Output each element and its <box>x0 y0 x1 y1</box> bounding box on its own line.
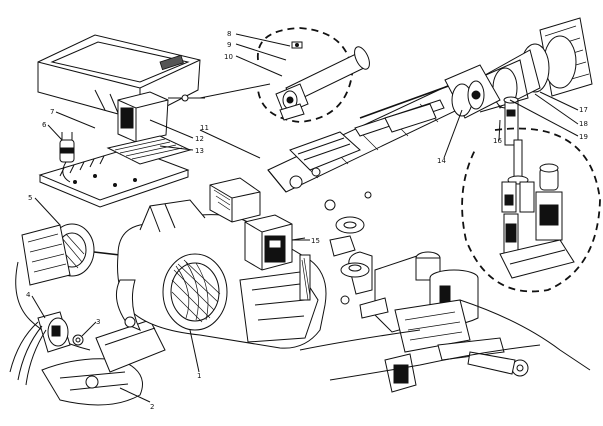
label-part-16: 16 <box>493 137 502 145</box>
label-part-18: 18 <box>579 120 588 128</box>
circuit-board <box>38 135 192 208</box>
label-part-11: 11 <box>200 124 209 132</box>
label-part-19: 19 <box>579 133 588 141</box>
label-part-6: 6 <box>42 121 47 129</box>
burner-head <box>444 64 519 146</box>
ignition-transformer <box>244 214 306 271</box>
oil-line-rod <box>354 79 466 137</box>
ignition-electrode-parts <box>9 311 166 406</box>
label-part-2: 2 <box>150 403 154 411</box>
mounting-flange <box>469 17 593 113</box>
nozzle-assembly <box>199 27 370 123</box>
label-part-7: 7 <box>50 108 54 116</box>
part-labels: 8 9 10 7 6 12 13 11 5 4 3 2 1 15 14 16 1… <box>26 30 588 411</box>
label-part-13: 13 <box>195 147 204 155</box>
label-part-5: 5 <box>28 194 32 202</box>
air-damper <box>209 177 261 223</box>
oil-pump <box>299 251 591 393</box>
coupling-parts <box>299 191 372 301</box>
label-part-15: 15 <box>311 237 320 245</box>
label-part-14: 14 <box>437 157 446 165</box>
burner-motor <box>15 223 121 351</box>
label-part-17: 17 <box>579 106 588 114</box>
label-part-3: 3 <box>96 318 100 326</box>
electrode-detail <box>461 127 601 293</box>
label-part-10: 10 <box>224 53 233 61</box>
label-part-9: 9 <box>227 41 231 49</box>
label-part-1: 1 <box>197 372 201 380</box>
label-part-8: 8 <box>227 30 231 38</box>
photocell <box>59 132 75 183</box>
relay-block <box>117 91 205 143</box>
leader-lines <box>31 33 579 403</box>
label-part-4: 4 <box>26 291 31 299</box>
label-part-12: 12 <box>195 135 204 143</box>
